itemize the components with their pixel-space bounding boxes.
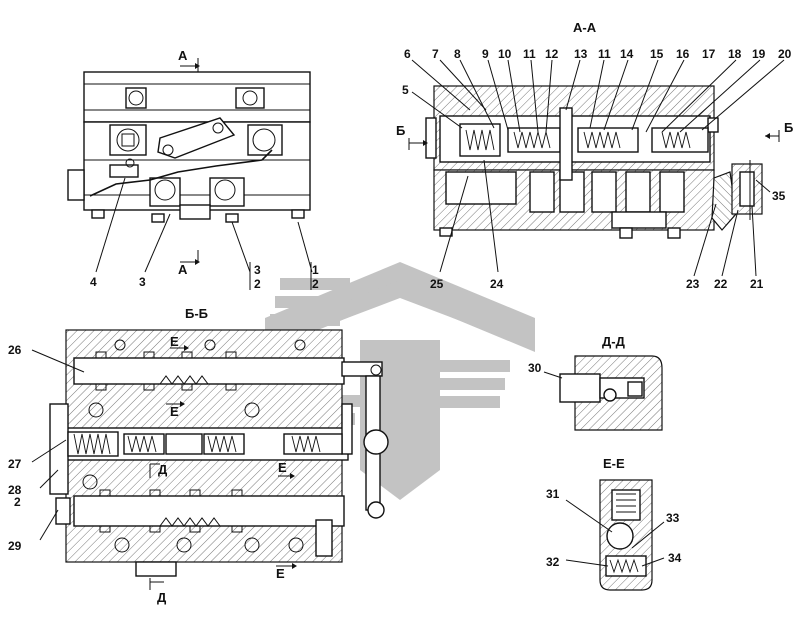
cut-marker-a-top: А [178, 48, 200, 72]
cut-label-a-top: А [178, 48, 188, 63]
callout-11a: 11 [523, 47, 536, 61]
cut-label-b-right: Б [784, 120, 793, 135]
section-aa [425, 85, 763, 239]
cut-marker-e-1: Е [170, 334, 189, 351]
callout-14: 14 [620, 47, 634, 61]
cut-label-e-2: Е [170, 404, 179, 419]
callout-20: 20 [778, 47, 792, 61]
callout-29: 29 [8, 539, 22, 553]
cut-label-e-1: Е [170, 334, 179, 349]
callout-33: 33 [666, 511, 680, 525]
cut-marker-e-4: Е [276, 563, 297, 581]
callout-30: 30 [528, 361, 542, 375]
callout-21: 21 [750, 277, 764, 291]
callout-3: 3 [139, 275, 146, 289]
front-view [67, 71, 311, 223]
callout-26: 26 [8, 343, 22, 357]
callout-5: 5 [402, 83, 409, 97]
section-title-dd: Д-Д [602, 334, 626, 349]
callout-27: 27 [8, 457, 22, 471]
callout-7: 7 [432, 47, 439, 61]
section-dd [543, 355, 663, 431]
callout-32: 32 [546, 555, 560, 569]
callout-28: 28 [8, 483, 22, 497]
callout-17: 17 [702, 47, 716, 61]
section-title-bb: Б-Б [185, 306, 208, 321]
front-view-leaders [95, 177, 313, 290]
callout-18: 18 [728, 47, 742, 61]
section-title-ee: Е-Е [603, 456, 625, 471]
cut-label-e-4: Е [276, 566, 285, 581]
cut-marker-b-left: Б [396, 123, 428, 150]
section-ee [565, 479, 665, 591]
callout-6: 6 [404, 47, 411, 61]
callout-2b: 2 [254, 277, 261, 291]
callout-22: 22 [714, 277, 728, 291]
callout-9: 9 [482, 47, 489, 61]
cut-marker-e-2: Е [166, 401, 185, 419]
callout-1: 1 [312, 263, 319, 277]
cut-label-d-2: Д [157, 590, 167, 605]
callout-12: 12 [545, 47, 559, 61]
cut-label-b-left: Б [396, 123, 405, 138]
cut-marker-b-right: Б [765, 120, 793, 142]
cut-marker-a-bottom: А [178, 250, 200, 277]
callout-11b: 11 [598, 47, 611, 61]
callout-25: 25 [430, 277, 444, 291]
callout-13: 13 [574, 47, 588, 61]
callout-4: 4 [90, 275, 97, 289]
callout-2c: 2 [14, 495, 21, 509]
section-title-aa: А-А [573, 20, 597, 35]
section-bb [49, 329, 389, 577]
cut-marker-e-3: Е [278, 460, 295, 479]
section-aa-leaders [411, 59, 785, 277]
callout-31: 31 [546, 487, 560, 501]
callout-19: 19 [752, 47, 766, 61]
cut-label-a-bottom: А [178, 262, 188, 277]
callout-24: 24 [490, 277, 504, 291]
callout-23: 23 [686, 277, 700, 291]
callout-3b: 3 [254, 263, 261, 277]
cut-label-e-3: Е [278, 460, 287, 475]
callout-10: 10 [498, 47, 512, 61]
callout-8: 8 [454, 47, 461, 61]
cut-marker-d-1: Д [149, 462, 168, 478]
cut-label-d-1: Д [158, 462, 168, 477]
callout-16: 16 [676, 47, 690, 61]
callout-2: 2 [312, 277, 319, 291]
section-bb-leaders [31, 349, 85, 541]
callout-15: 15 [650, 47, 664, 61]
cut-marker-d-2: Д [149, 578, 167, 605]
callout-34: 34 [668, 551, 682, 565]
callout-35: 35 [772, 189, 786, 203]
